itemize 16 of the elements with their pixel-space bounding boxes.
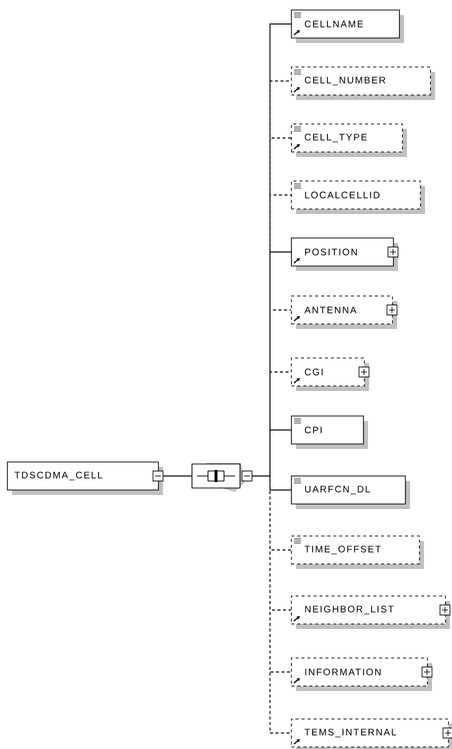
element-box: INFORMATION [291, 658, 432, 691]
element-box: POSITION [291, 238, 398, 271]
element-box: TEMS_INTERNAL [291, 718, 452, 749]
element-box: CELL_TYPE [291, 124, 407, 157]
element-box: TIME_OFFSET [291, 536, 424, 569]
element-box: ANTENNA [291, 296, 398, 329]
element-box: LOCALCELLID [291, 180, 425, 214]
element-box: UARFCN_DL [291, 476, 410, 509]
sequence-compositor [192, 463, 252, 492]
connector-line [252, 476, 292, 734]
element-box: CELLNAME [291, 10, 404, 43]
element-box: CELL_NUMBER [291, 66, 435, 100]
element-box: TDSCDMA_CELL [7, 462, 164, 495]
element-box: CGI [291, 358, 370, 391]
element-box: CPI [291, 416, 368, 449]
element-box: NEIGHBOR_LIST [291, 596, 450, 629]
